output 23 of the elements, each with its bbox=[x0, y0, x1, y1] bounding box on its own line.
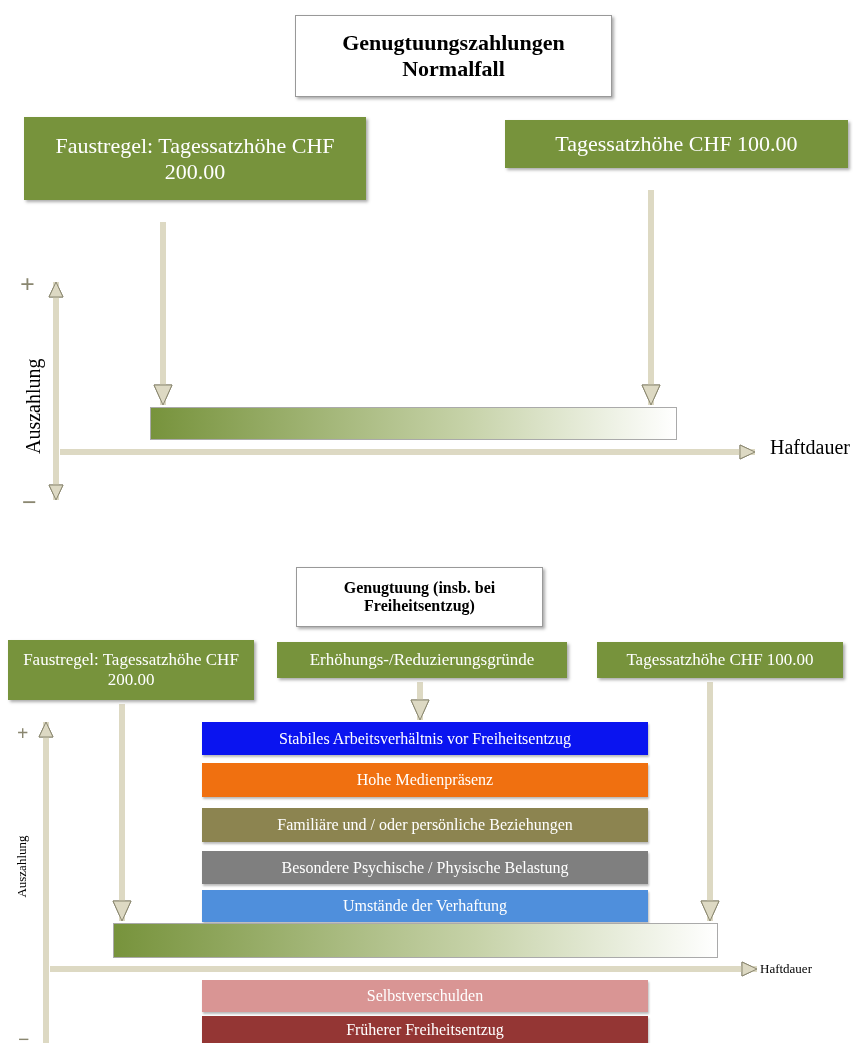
block-arrow bbox=[641, 190, 661, 406]
title-box: Genugtuungszahlungen Normalfall bbox=[295, 15, 612, 97]
axis-label: Haftdauer bbox=[760, 961, 812, 977]
axis-label: Auszahlung bbox=[22, 358, 45, 454]
sign: − bbox=[22, 488, 37, 518]
factor-bar: Familiäre und / oder persönliche Beziehungen bbox=[202, 808, 648, 842]
block-arrow bbox=[700, 682, 720, 922]
sign: + bbox=[20, 270, 35, 300]
sign: + bbox=[17, 722, 29, 745]
factor-bar: Selbstverschulden bbox=[202, 980, 648, 1012]
factor-bar: Hohe Medienpräsenz bbox=[202, 763, 648, 797]
gradient-bar bbox=[113, 923, 718, 958]
factor-bar: Besondere Psychische / Physische Belastung bbox=[202, 851, 648, 884]
factor-bar: Stabiles Arbeitsverhältnis vor Freiheitsentzug bbox=[202, 722, 648, 755]
sign: − bbox=[18, 1028, 30, 1043]
factor-bar: Umstände der Verhaftung bbox=[202, 890, 648, 922]
gradient-bar bbox=[150, 407, 677, 440]
axis-label: Auszahlung bbox=[14, 835, 30, 898]
axis-label: Haftdauer bbox=[770, 436, 850, 459]
block-arrow bbox=[153, 222, 173, 406]
title-box: Genugtuung (insb. bei Freiheitsentzug) bbox=[296, 567, 543, 627]
factor-bar: Früherer Freiheitsentzug bbox=[202, 1016, 648, 1043]
block-arrow bbox=[112, 704, 132, 922]
